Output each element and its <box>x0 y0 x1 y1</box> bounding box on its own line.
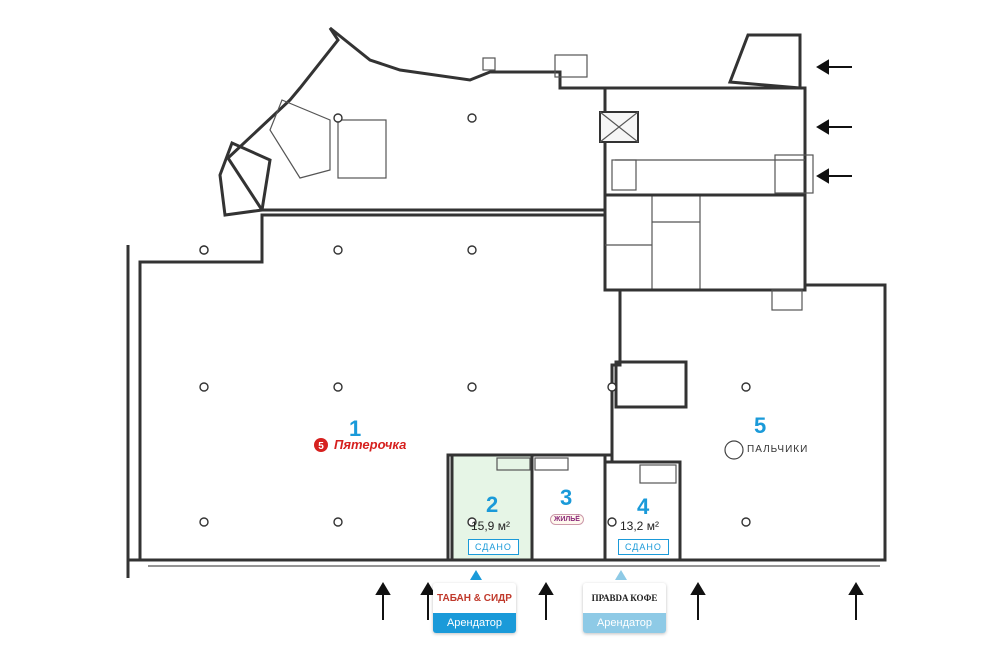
unit-4-status-badge: СДАНО <box>618 539 669 555</box>
column-icon <box>607 517 617 527</box>
column-icon <box>333 382 343 392</box>
column-icon <box>199 517 209 527</box>
column-icon <box>199 382 209 392</box>
unit-4-number: 4 <box>637 494 650 519</box>
unit-3-wc <box>534 457 569 471</box>
wc-block-2 <box>771 289 803 311</box>
column-icon <box>741 382 751 392</box>
column-icon <box>741 517 751 527</box>
entrance-arrow-icon <box>816 59 852 75</box>
unit-2-area: 15,9 м² <box>471 519 510 533</box>
shaft <box>482 57 496 71</box>
entrance-arrow-icon <box>848 582 864 620</box>
entrance-arrow-icon <box>816 168 852 184</box>
pyaterochka-logo-glyph: 5 <box>318 441 324 452</box>
unit-3-logo: ЖИЛЬЁ <box>550 514 584 525</box>
vent-box <box>554 54 588 78</box>
palchiki-logo-icon <box>724 440 744 460</box>
column-icon <box>467 517 477 527</box>
column-icon <box>333 517 343 527</box>
entrance-vestibule <box>774 154 814 194</box>
column-icon <box>333 113 343 123</box>
wc-block <box>614 360 688 409</box>
column-icon <box>467 245 477 255</box>
column-icon <box>607 382 617 392</box>
tenant-logo-taban: ТАБАН & СИДР <box>437 592 512 604</box>
unit-3-number: 3 <box>560 485 573 510</box>
pyaterochka-brand: Пятерочка <box>334 437 407 452</box>
unit-5-number: 5 <box>754 413 767 438</box>
entrance-arrows-right <box>816 59 852 184</box>
stair-flight <box>611 159 637 191</box>
tenant-label-pravda: Арендатор <box>583 613 666 633</box>
right-upper-block <box>603 86 807 197</box>
tenant-card-taban[interactable]: ТАБАН & СИДР Арендатор <box>433 583 516 633</box>
entrance-arrow-icon <box>538 582 554 620</box>
tenant-logo-pravda: ПРАВDA КОФЕ <box>591 593 658 603</box>
right-top-wing <box>727 33 802 90</box>
tenant-card-pravda[interactable]: ПРАВDA КОФЕ Арендатор <box>583 583 666 633</box>
unit-2-number: 2 <box>486 492 499 517</box>
stairs-x2 <box>599 111 639 143</box>
pyaterochka-logo-icon <box>314 438 328 452</box>
unit-2-status-badge: СДАНО <box>468 539 519 555</box>
entrance-arrows-bottom <box>375 582 864 620</box>
service-core <box>603 193 807 292</box>
unit-4-wc <box>639 464 677 484</box>
upper-wing-outline <box>226 26 607 212</box>
entrance-arrow-icon <box>816 119 852 135</box>
unit-2-wc <box>496 457 531 471</box>
unit-1-number: 1 <box>349 416 362 441</box>
entrance-arrow-icon <box>420 582 436 620</box>
column-icon <box>467 382 477 392</box>
palchiki-brand: ПАЛЬЧИКИ <box>747 444 809 455</box>
unit-4-area: 13,2 м² <box>620 519 659 533</box>
column-icon <box>199 245 209 255</box>
column-icon <box>333 245 343 255</box>
entrance-arrow-icon <box>375 582 391 620</box>
tenant-marker-2 <box>470 570 482 580</box>
inner-room-a <box>337 119 387 179</box>
columns <box>199 113 751 527</box>
tenant-label-taban: Арендатор <box>433 613 516 633</box>
tenant-marker-4 <box>615 570 627 580</box>
column-icon <box>467 113 477 123</box>
inner-room-b <box>269 99 331 179</box>
entrance-arrow-icon <box>690 582 706 620</box>
corner-room <box>218 140 272 217</box>
